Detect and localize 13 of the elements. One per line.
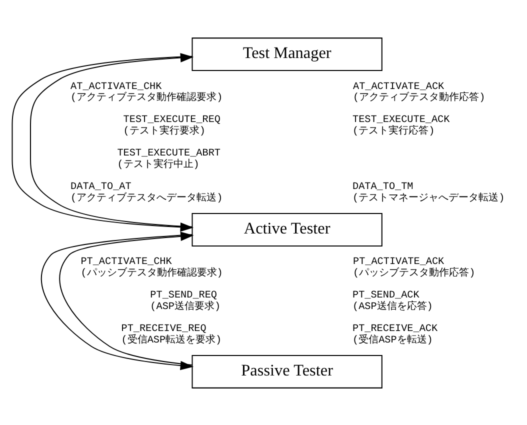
- label: PT_ACTIVATE_CHK (パッシブテスタ動作確認要求): [80, 256, 223, 279]
- label: AT_ACTIVATE_CHK (アクティブテスタ動作確認要求): [70, 81, 223, 104]
- label: TEST_EXECUTE_REQ (テスト実行要求): [123, 114, 221, 137]
- label: TEST_EXECUTE_ACK (テスト実行応答): [352, 114, 450, 137]
- label: TEST_EXECUTE_ABRT (テスト実行中止): [117, 148, 221, 170]
- label: PT_SEND_REQ (ASP送信要求): [150, 290, 221, 312]
- label: DATA_TO_TM (テストマネージャへデータ転送): [352, 182, 505, 204]
- label: AT_ACTIVATE_ACK (アクティブテスタ動作応答): [353, 81, 486, 104]
- label: DATA_TO_AT (アクティブテスタへデータ転送): [70, 182, 223, 204]
- label: PT_SEND_ACK (ASP送信を応答): [352, 290, 433, 312]
- label: PT_RECEIVE_REQ (受信ASP転送を要求): [121, 324, 222, 346]
- label: PT_RECEIVE_ACK (受信ASPを転送): [352, 324, 438, 346]
- label: PT_ACTIVATE_ACK (パッシブテスタ動作応答): [353, 256, 476, 279]
